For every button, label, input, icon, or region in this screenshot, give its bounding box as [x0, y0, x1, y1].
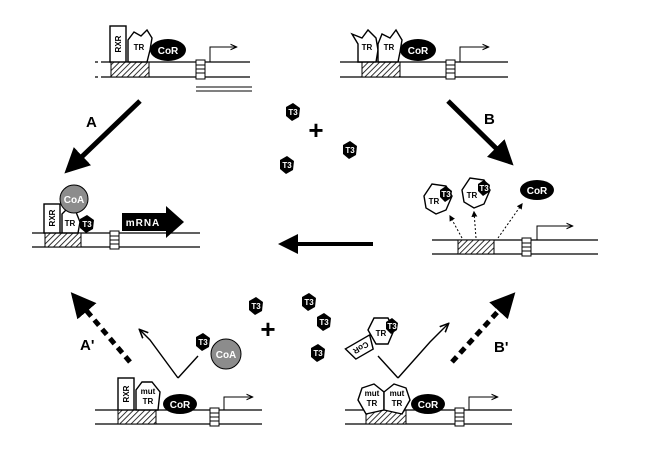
cor-protein: [400, 39, 436, 61]
state-activated: RXR TR T3 CoA mRNA: [32, 184, 200, 250]
tata-box: [445, 59, 456, 80]
coa-label: CoA: [216, 350, 237, 361]
t3-hormones-bottom: T3 T3 T3 T3 +: [249, 293, 331, 362]
rxr-label: RXR: [122, 385, 131, 402]
tre-element: [117, 409, 157, 425]
rxr-protein: [117, 377, 135, 411]
t3-label: T3: [387, 322, 397, 331]
cor-label: CoR: [527, 186, 548, 197]
tr-label: TR: [362, 43, 373, 52]
state-bottom-left-mutant: RXR mut TR CoR: [95, 377, 262, 427]
arrow-a-label: A: [86, 114, 97, 131]
rxr-protein: [109, 25, 127, 63]
t3-label: T3: [82, 220, 92, 229]
mutant-tr-protein: [383, 383, 411, 415]
mrna-arrow: [122, 206, 184, 238]
tr-label: TR: [429, 197, 440, 206]
tre-element: [457, 239, 495, 255]
arrow-b-label: B: [484, 111, 495, 128]
tr-label: TR: [384, 43, 395, 52]
transcription-start-arrow: [209, 47, 236, 62]
tre-element: [44, 232, 82, 248]
arrow-b-prime-label: B': [494, 339, 508, 356]
tr-label: TR: [134, 43, 145, 52]
plus-sign: +: [260, 314, 275, 344]
state-top-right: TR TR CoR: [340, 28, 508, 80]
arrow-b: B: [446, 99, 514, 166]
tr-label: TR: [367, 399, 378, 408]
t3-label: T3: [313, 349, 323, 358]
state-bottom-right-mutant: mut TR mut TR CoR: [345, 383, 512, 427]
transcription-start-arrow: [536, 226, 572, 240]
tata-box: [195, 59, 206, 80]
t3-label: T3: [319, 318, 329, 327]
tata-box: [109, 230, 120, 250]
coa-protein: [59, 184, 89, 214]
t3-label: T3: [198, 338, 208, 347]
cor-label: CoR: [418, 400, 439, 411]
mut-label: mut: [141, 387, 156, 396]
transcription-start-arrow: [223, 397, 252, 410]
rxr-label: RXR: [114, 35, 123, 52]
cor-label: CoR: [158, 46, 179, 57]
state-top-left: RXR TR CoR: [92, 25, 252, 92]
tr-label: TR: [376, 329, 387, 338]
mrna-label: mRNA: [126, 218, 161, 229]
cor-protein: [411, 394, 445, 414]
tre-element: [361, 61, 401, 78]
transcription-start-arrow: [459, 47, 488, 62]
arrow-a-prime-label: A': [80, 337, 94, 354]
tr-protein: [350, 28, 379, 63]
t3-hormone: T3: [80, 215, 94, 233]
tata-box: [454, 407, 465, 427]
cor-protein: [150, 39, 186, 61]
arrow-a-prime: A' T3 CoA: [70, 292, 242, 379]
tre-element: [110, 61, 150, 78]
tr-label: TR: [65, 219, 76, 228]
tr-label: TR: [143, 397, 154, 406]
tr-protein: [377, 28, 403, 63]
tr-label: TR: [467, 191, 478, 200]
rxr-label: RXR: [48, 209, 57, 226]
tr-label: TR: [392, 399, 403, 408]
plus-sign: +: [308, 115, 323, 145]
arrow-b-prime: B' CoR TR T3: [344, 292, 516, 379]
rxr-protein: [43, 203, 61, 234]
cor-label: CoR: [408, 46, 429, 57]
mut-label: mut: [365, 389, 380, 398]
t3-hormone: T3: [196, 333, 210, 351]
mut-label: mut: [390, 389, 405, 398]
tata-box: [521, 237, 532, 257]
mutant-tr-protein: [135, 381, 161, 411]
t3-label: T3: [479, 184, 489, 193]
arrow-a: A: [64, 99, 142, 174]
tata-box: [209, 407, 220, 427]
cor-protein: [520, 180, 554, 200]
t3-label: T3: [304, 298, 314, 307]
coa-label: CoA: [64, 195, 85, 206]
tr-protein: [127, 28, 153, 63]
t3-label: T3: [282, 161, 292, 170]
t3-label: T3: [288, 108, 298, 117]
t3-label: T3: [251, 302, 261, 311]
transcription-start-arrow: [468, 397, 497, 410]
cor-protein: [163, 394, 197, 414]
cor-flipped: CoR: [344, 333, 374, 360]
t3-hormones-top: T3 T3 T3 +: [280, 103, 357, 174]
coa-protein: [210, 338, 242, 370]
state-derepressed: TR T3 TR T3 CoR: [423, 177, 598, 257]
t3-label: T3: [345, 146, 355, 155]
cor-label: CoR: [170, 400, 191, 411]
t3-label: T3: [441, 190, 451, 199]
